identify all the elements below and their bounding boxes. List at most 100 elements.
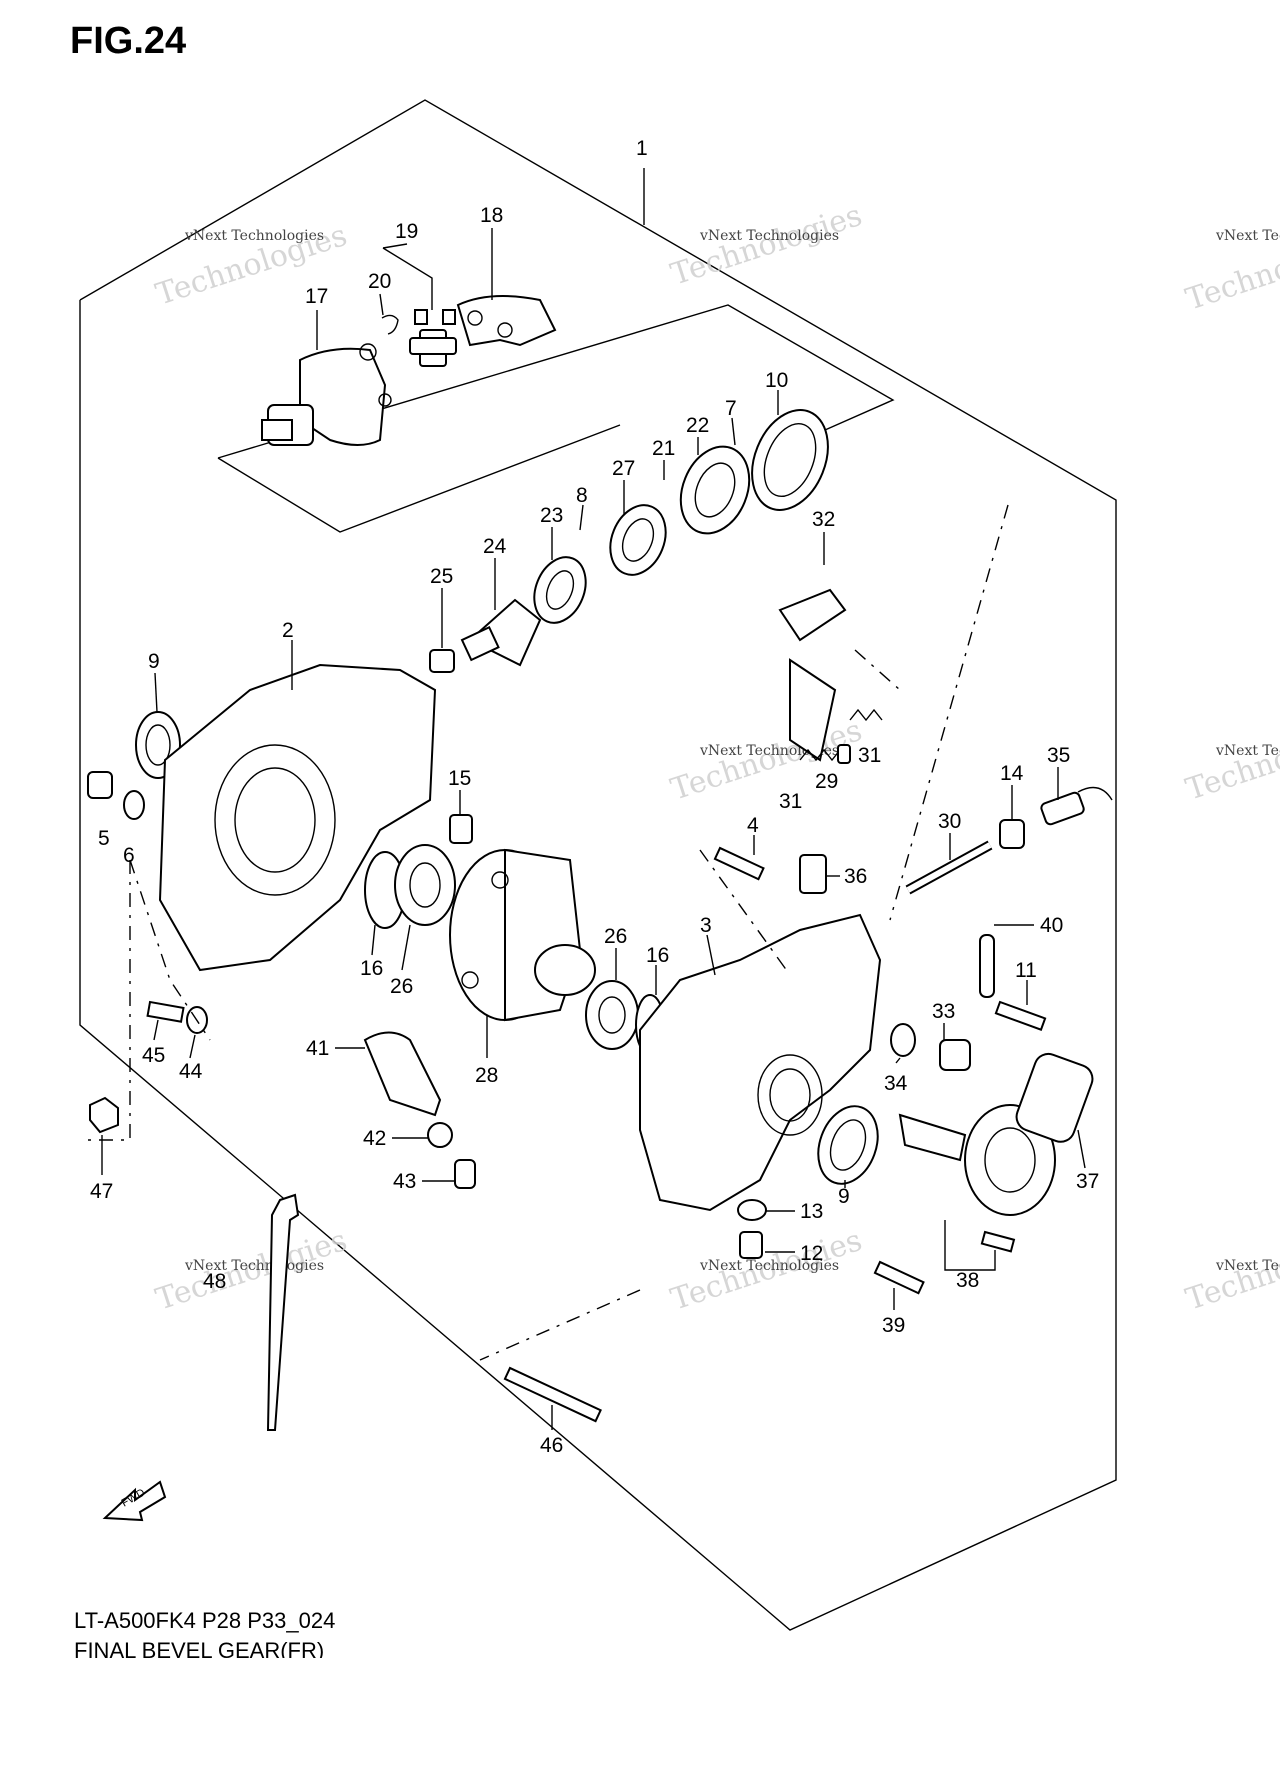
callout-number: 6 <box>123 844 135 867</box>
callout-number: 38 <box>956 1269 979 1292</box>
watermark-caption: vNext Technologies <box>699 1258 839 1274</box>
assembly-boundary <box>79 99 1117 1631</box>
part-o-ring <box>890 1023 916 1057</box>
part-bolt <box>503 1366 602 1423</box>
callout-number: 20 <box>368 270 391 293</box>
callout-number: 33 <box>932 1000 955 1023</box>
watermark-caption: vNext Technologies <box>184 1258 324 1274</box>
part-bearing <box>585 980 639 1050</box>
callout-number: 15 <box>448 767 471 790</box>
part-shift-pin <box>837 744 851 764</box>
part-main-housing <box>639 913 882 1212</box>
part-oil-seal <box>817 1105 879 1185</box>
callout-number: 48 <box>203 1270 226 1293</box>
callout-number: 47 <box>90 1180 113 1203</box>
callout-number: 43 <box>393 1170 416 1193</box>
part-circlip <box>381 314 399 335</box>
callout-number: 2 <box>282 619 294 642</box>
callout-number: 35 <box>1047 744 1070 767</box>
part-shift-fork <box>778 588 847 762</box>
part-fitting <box>939 1039 971 1071</box>
part-dowel-pin <box>449 814 473 844</box>
part-drain-plug <box>739 1231 763 1259</box>
callout-number: 36 <box>844 865 867 888</box>
watermark-caption: vNext Technologies <box>1215 743 1280 759</box>
callout-number: 37 <box>1076 1170 1099 1193</box>
callout-number: 10 <box>765 369 788 392</box>
part-bearing <box>679 445 751 535</box>
callout-number: 31 <box>779 790 802 813</box>
callout-number: 39 <box>882 1314 905 1337</box>
callout-number: 42 <box>363 1127 386 1150</box>
part-bracket <box>979 934 995 998</box>
callout-number: 16 <box>360 957 383 980</box>
diagram-name: FINAL BEVEL GEAR(FR) <box>74 1638 325 1658</box>
callout-number: 27 <box>612 457 635 480</box>
part-bolt <box>994 1000 1047 1031</box>
callout-number: 9 <box>838 1185 850 1208</box>
part-differential-assembly <box>449 848 596 1022</box>
callout-number: 13 <box>800 1200 823 1223</box>
callout-number: 22 <box>686 414 709 437</box>
callout-number: 12 <box>800 1242 823 1265</box>
callout-number: 29 <box>815 770 838 793</box>
callout-number: 18 <box>480 204 503 227</box>
part-yoke <box>456 295 557 347</box>
part-washer <box>123 790 145 820</box>
callout-number: 25 <box>430 565 453 588</box>
figure-title: FIG.24 <box>70 20 187 62</box>
callout-number: 9 <box>148 650 160 673</box>
callout-number: 17 <box>305 285 328 308</box>
callout-number: 34 <box>884 1072 908 1095</box>
part-actuator <box>898 1052 1094 1216</box>
watermark-text: Technologies <box>667 198 867 293</box>
input-shaft-group-boundary <box>217 304 895 459</box>
callout-number: 19 <box>395 220 418 243</box>
callout-number: 44 <box>179 1060 203 1083</box>
part-pin <box>454 1159 476 1189</box>
part-bearing <box>394 844 456 926</box>
part-cap <box>999 819 1025 849</box>
callout-number: 30 <box>938 810 961 833</box>
part-bolt <box>980 1230 1016 1253</box>
watermark-text: Technologies <box>667 713 867 808</box>
callout-group: 1 2 3 4 5 6 7 8 9 9 10 11 12 13 14 15 16… <box>90 137 1099 1457</box>
part-o-ring <box>737 1199 767 1221</box>
watermark-caption: vNext Technologies <box>1215 1258 1280 1274</box>
part-bolt <box>873 1260 925 1295</box>
watermark-caption: vNext Technologies <box>184 228 324 244</box>
part-nut <box>89 1096 119 1134</box>
callout-number: 14 <box>1000 762 1024 785</box>
callout-number: 8 <box>576 484 588 507</box>
callout-number: 16 <box>646 944 669 967</box>
callout-number: 46 <box>540 1434 563 1457</box>
callout-number: 45 <box>142 1044 165 1067</box>
part-clamp <box>427 1122 453 1148</box>
part-cable-tie <box>266 1193 300 1431</box>
callout-number: 31 <box>858 744 881 767</box>
callout-number: 41 <box>306 1037 329 1060</box>
callout-number: 21 <box>652 437 675 460</box>
callout-number: 7 <box>725 397 737 420</box>
part-boot <box>363 1031 442 1117</box>
watermark-text: Technologies <box>1182 713 1280 808</box>
part-needle-bearing <box>429 649 455 673</box>
part-sensor <box>1040 786 1113 826</box>
callout-number: 5 <box>98 827 110 850</box>
fwd-arrow-icon: FWD <box>102 1480 167 1522</box>
part-gear-case <box>158 663 437 972</box>
part-universal-joint-spider <box>409 309 457 367</box>
callout-number: 26 <box>390 975 413 998</box>
callout-number: 4 <box>747 814 759 837</box>
callout-number: 3 <box>700 914 712 937</box>
model-code: LT-A500FK4 P28 P33_024 <box>74 1608 336 1633</box>
part-bolt <box>146 1000 185 1023</box>
part-spring <box>849 708 883 722</box>
callout-number: 40 <box>1040 914 1063 937</box>
callout-number: 28 <box>475 1064 498 1087</box>
part-bearing-race <box>609 504 667 576</box>
callout-number: 24 <box>483 535 507 558</box>
part-bearing <box>533 556 587 624</box>
part-switch <box>799 854 827 894</box>
